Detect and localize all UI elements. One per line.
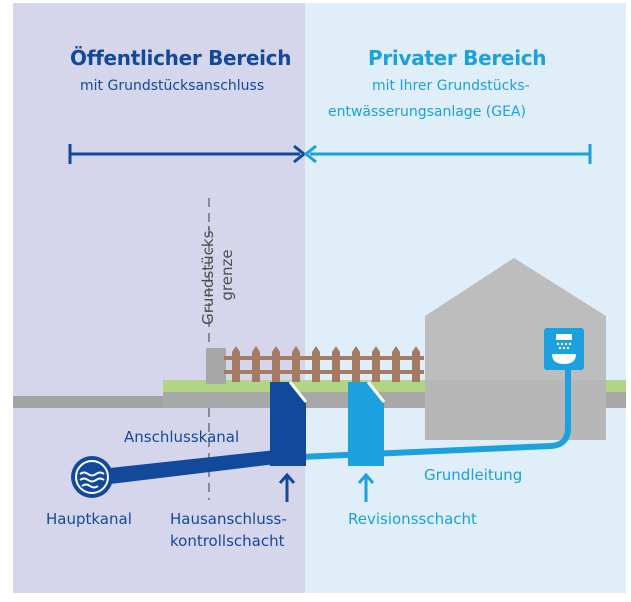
shower-basin-icon [544,328,584,370]
public-area-background [13,3,305,593]
public-area-subtitle: mit Grundstücksanschluss [80,78,265,94]
anschlusskanal-label: Anschlusskanal [124,428,240,446]
property-boundary-label-line1: Grundstücks- [199,225,217,325]
hausanschluss-label-line1: Hausanschluss- [170,510,287,528]
main-sewer-icon [71,456,113,498]
control-shaft-arrow [278,472,296,502]
boundary-post [206,348,226,384]
public-area-title: Öffentlicher Bereich [70,46,292,70]
main-pipe-light [299,366,571,460]
revision-shaft-arrow [357,472,375,502]
revision-shaft [348,381,386,466]
private-area-subtitle-line1: mit Ihrer Grundstücks- [372,78,530,94]
fence [224,346,424,382]
hauptkanal-label: Hauptkanal [46,510,132,528]
ground-left [13,396,163,408]
revisionsschacht-label: Revisionsschacht [348,510,477,528]
private-area-title: Privater Bereich [368,46,547,70]
hausanschluss-label-line2: kontrollschacht [170,532,285,550]
property-boundary-label-line2: grenze [218,249,236,301]
private-area-subtitle-line2: entwässerungsanlage (GEA) [328,104,526,120]
private-range-indicator [303,144,592,164]
house [425,258,606,440]
property-boundary-label: Grundstücks- grenze [199,215,237,335]
control-shaft [270,381,308,466]
connection-pipe [110,450,276,484]
grundleitung-label: Grundleitung [424,466,523,484]
